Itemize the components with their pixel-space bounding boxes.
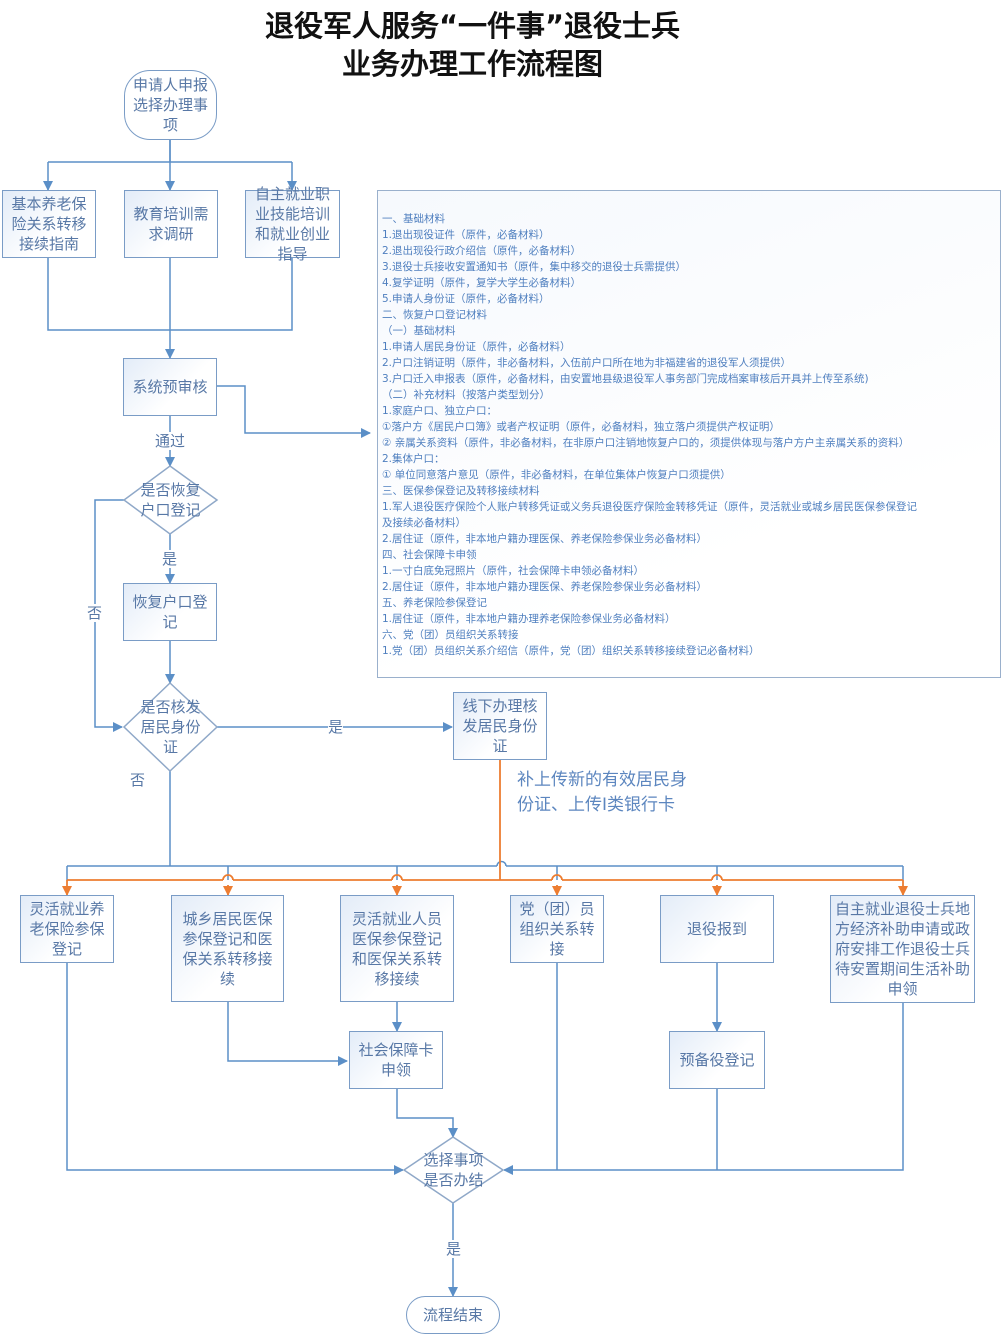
decision-restore-hukou-label: 是否恢复户口登记 — [140, 481, 201, 519]
connector-card-to-completed — [396, 1089, 458, 1138]
party-relation-node[interactable]: 党（团）员组织关系转接 — [510, 895, 604, 963]
materials-line: 3.户口迁入申报表（原件，必备材料，由安置地县级退役军人事务部门完成档案审核后开… — [382, 373, 869, 385]
offline-id-node[interactable]: 线下办理核发居民身份证 — [453, 692, 547, 760]
materials-line: （一）基础材料 — [382, 325, 456, 337]
edge-label-end-yes: 是 — [446, 1240, 462, 1258]
party-relation-label: 党（团）员组织关系转接 — [519, 900, 595, 958]
decision-restore-shape — [122, 465, 219, 535]
system-precheck-node[interactable]: 系统预审核 — [123, 358, 217, 416]
materials-line: 2.居住证（原件，非本地户籍办理医保、养老保险参保业务必备材料） — [382, 581, 708, 593]
restore-hukou-label: 恢复户口登记 — [132, 593, 208, 631]
materials-line: 1.军人退役医疗保险个人账户转移凭证或义务兵退役医疗保险金转移凭证（原件，灵活就… — [382, 501, 918, 513]
materials-line: ① 单位同意落户意见（原件，非必备材料，在单位集体户恢复户口须提供） — [382, 469, 731, 481]
end-node[interactable]: 流程结束 — [406, 1296, 500, 1334]
self-employment-guide-node[interactable]: 自主就业职业技能培训和就业创业指导 — [245, 185, 340, 263]
connector-precheck-to-materials — [217, 385, 371, 438]
materials-line: 5.申请人身份证（原件，必备材料） — [382, 293, 550, 305]
decision-completed-label: 选择事项是否办结 — [423, 1151, 484, 1189]
self-employment-subsidy-label: 自主就业退役士兵地方经济补助申请或政府安排工作退役士兵待安置期间生活补助申领 — [835, 900, 971, 998]
reserve-registration-label: 预备役登记 — [679, 1051, 755, 1069]
materials-line: ② 亲属关系资料（原件，非必备材料，在非原户口注销地恢复户口的，须提供体现与落户… — [382, 437, 910, 449]
discharge-report-label: 退役报到 — [686, 920, 747, 938]
materials-line: 2.集体户口： — [382, 453, 445, 465]
upload-note-line1: 补上传新的有效居民身 — [517, 770, 687, 790]
edge-label-restore-no: 否 — [87, 604, 103, 622]
social-security-card-node[interactable]: 社会保障卡申领 — [349, 1031, 443, 1089]
materials-line: 1.居住证（原件，非本地户籍办理养老保险参保业务必备材料） — [382, 613, 676, 625]
decision-issue-id-label: 是否核发居民身份证 — [140, 698, 201, 756]
connector-orange-hops — [222, 874, 723, 881]
decision-restore-hukou[interactable]: 是否恢复户口登记 — [124, 466, 217, 534]
reserve-registration-node[interactable]: 预备役登记 — [669, 1031, 765, 1089]
system-precheck-label: 系统预审核 — [132, 378, 208, 396]
connector-left-collect — [66, 963, 404, 1175]
decision-issue-id[interactable]: 是否核发居民身份证 — [124, 683, 217, 771]
materials-line: 及接续必备材料） — [382, 517, 466, 529]
decision-completed[interactable]: 选择事项是否办结 — [404, 1137, 503, 1203]
materials-list-panel: 一、基础材料 1.退出现役证件（原件，必备材料） 2.退出现役行政介绍信（原件，必备… — [377, 190, 1001, 678]
materials-line: ①落户方《居民户口簿》或者产权证明（原件，必备材料，独立落户须提供产权证明） — [382, 421, 780, 433]
materials-line: 1.一寸白底免冠照片（原件，社会保障卡申领必备材料） — [382, 565, 645, 577]
materials-line: 2.退出现役行政介绍信（原件，必备材料） — [382, 245, 582, 257]
education-survey-label: 教育培训需求调研 — [133, 205, 209, 243]
pension-guide-node[interactable]: 基本养老保险关系转移接续指南 — [2, 190, 96, 258]
self-employment-guide-label: 自主就业职业技能培训和就业创业指导 — [254, 185, 330, 263]
materials-line: 1.党（团）员组织关系介绍信（原件，党（团）组织关系转移接续登记必备材料） — [382, 645, 760, 657]
materials-line: 六、党（团）员组织关系转接 — [382, 629, 519, 641]
materials-line: 2.居住证（原件，非本地户籍办理医保、养老保险参保业务必备材料） — [382, 533, 708, 545]
materials-line: （二）补充材料（按落户类型划分） — [382, 389, 550, 401]
discharge-report-node[interactable]: 退役报到 — [660, 895, 774, 963]
connector-urban-medical-to-card — [227, 1002, 348, 1066]
materials-line: 2.户口注销证明（原件，非必备材料，入伍前户口所在地为非福建省的退役军人须提供） — [382, 357, 792, 369]
social-security-card-label: 社会保障卡申领 — [358, 1041, 434, 1079]
urban-rural-medical-node[interactable]: 城乡居民医保参保登记和医保关系转移接续 — [171, 895, 284, 1002]
decision-completed-shape — [402, 1136, 505, 1204]
materials-line: 一、基础材料 — [382, 213, 445, 225]
materials-line: 三、医保参保登记及转移接续材料 — [382, 485, 540, 497]
connector-right-collect — [503, 1003, 904, 1175]
start-node-label: 申请人申报选择办理事项 — [132, 76, 208, 134]
start-node[interactable]: 申请人申报选择办理事项 — [124, 70, 217, 140]
edge-label-restore-yes: 是 — [162, 550, 178, 568]
offline-id-label: 线下办理核发居民身份证 — [462, 697, 538, 755]
connector-blue-bus-hop — [496, 860, 507, 867]
pension-guide-label: 基本养老保险关系转移接续指南 — [11, 195, 87, 253]
flexible-pension-node[interactable]: 灵活就业养老保险参保登记 — [20, 895, 114, 963]
materials-line: 3.退役士兵接收安置通知书（原件，集中移交的退役士兵需提供） — [382, 261, 687, 273]
materials-line: 二、恢复户口登记材料 — [382, 309, 487, 321]
materials-line: 1.退出现役证件（原件，必备材料） — [382, 229, 550, 241]
self-employment-subsidy-node[interactable]: 自主就业退役士兵地方经济补助申请或政府安排工作退役士兵待安置期间生活补助申领 — [830, 895, 975, 1003]
upload-note-line2: 份证、上传Ⅰ类银行卡 — [517, 795, 676, 815]
end-node-label: 流程结束 — [422, 1306, 483, 1324]
education-survey-node[interactable]: 教育培训需求调研 — [124, 190, 218, 258]
edge-label-pass: 通过 — [155, 432, 186, 450]
edge-label-issue-no: 否 — [130, 771, 146, 789]
diagram-title-line2: 业务办理工作流程图 — [341, 47, 603, 81]
urban-rural-medical-label: 城乡居民医保参保登记和医保关系转移接续 — [182, 909, 273, 988]
edge-label-issue-yes: 是 — [328, 718, 344, 736]
flexible-medical-node[interactable]: 灵活就业人员医保参保登记和医保关系转移接续 — [340, 895, 454, 1002]
flexible-pension-label: 灵活就业养老保险参保登记 — [29, 900, 105, 958]
decision-issue-shape — [122, 681, 219, 773]
materials-line: 4.复学证明（原件，复学大学生必备材料） — [382, 277, 582, 289]
upload-note: 补上传新的有效居民身 份证、上传Ⅰ类银行卡 — [517, 768, 687, 818]
flexible-medical-label: 灵活就业人员医保参保登记和医保关系转移接续 — [351, 909, 442, 988]
materials-line: 1.申请人居民身份证（原件，必备材料） — [382, 341, 571, 353]
materials-line: 五、养老保险参保登记 — [382, 597, 487, 609]
diagram-title-line1: 退役军人服务“一件事”退役士兵 — [264, 9, 681, 43]
materials-line: 四、社会保障卡申领 — [382, 549, 477, 561]
restore-hukou-node[interactable]: 恢复户口登记 — [123, 583, 217, 641]
materials-line: 1.家庭户口、独立户口： — [382, 405, 498, 417]
